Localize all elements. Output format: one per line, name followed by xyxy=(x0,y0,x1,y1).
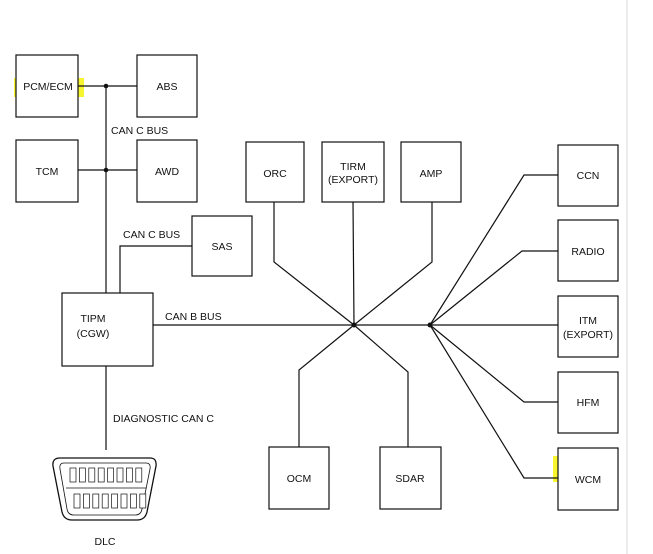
can-c-bus-sas-label: CAN C BUS xyxy=(123,229,180,241)
can-b-bus-network xyxy=(153,174,558,479)
module-orc: ORC xyxy=(245,141,305,203)
dlc-pin xyxy=(107,467,114,483)
can-b-bus-label: CAN B BUS xyxy=(165,311,222,323)
tipm-sublabel: (CGW) xyxy=(77,328,110,340)
sdar-label: SDAR xyxy=(395,473,425,485)
abs-label: ABS xyxy=(156,81,177,93)
awd-label: AWD xyxy=(155,166,180,178)
dlc-pin xyxy=(92,493,100,509)
tcm-label: TCM xyxy=(36,166,59,178)
module-itm: ITM (EXPORT) xyxy=(557,295,619,358)
dlc-pin xyxy=(88,467,96,483)
module-radio: RADIO xyxy=(557,219,619,282)
dlc-label: DLC xyxy=(94,536,115,548)
dlc-pin xyxy=(130,493,137,509)
can-c-bus-label: CAN C BUS xyxy=(111,125,168,137)
module-wcm: WCM xyxy=(557,447,619,511)
pcm-ecm-label: PCM/ECM xyxy=(23,81,73,93)
dlc-pin xyxy=(111,493,118,509)
itm-sublabel: (EXPORT) xyxy=(563,329,613,341)
dlc-pin xyxy=(101,493,109,509)
ccn-label: CCN xyxy=(577,170,600,182)
ocm-label: OCM xyxy=(287,473,312,485)
module-amp: AMP xyxy=(400,141,462,203)
dlc-pin xyxy=(139,493,147,509)
module-awd: AWD xyxy=(136,139,198,203)
dlc-pin xyxy=(116,467,124,483)
module-abs: ABS xyxy=(136,54,198,118)
wcm-label: WCM xyxy=(575,474,601,486)
module-ccn: CCN xyxy=(557,144,619,207)
sas-label: SAS xyxy=(211,241,232,253)
module-hfm: HFM xyxy=(557,371,619,434)
itm-label: ITM xyxy=(579,315,597,327)
tirm-sublabel: (EXPORT) xyxy=(328,174,378,186)
module-tirm: TIRM (EXPORT) xyxy=(321,141,385,203)
dlc-pin xyxy=(69,467,77,483)
tirm-label: TIRM xyxy=(340,161,366,173)
module-tipm: TIPM (CGW) xyxy=(61,292,154,367)
dlc-connector-icon xyxy=(52,457,157,521)
radio-label: RADIO xyxy=(571,246,604,258)
orc-label: ORC xyxy=(263,168,287,180)
dlc-pin xyxy=(97,467,105,483)
module-pcm-ecm: PCM/ECM xyxy=(15,54,79,118)
module-tcm: TCM xyxy=(15,139,79,203)
module-ocm: OCM xyxy=(268,446,330,510)
amp-label: AMP xyxy=(420,168,443,180)
dlc-pin xyxy=(126,467,133,483)
dlc-pin xyxy=(120,493,128,509)
dlc-pin xyxy=(79,467,86,483)
module-sdar: SDAR xyxy=(379,446,442,510)
dlc-pin xyxy=(83,493,90,509)
tipm-label: TIPM xyxy=(80,313,105,325)
can-c-bus-network xyxy=(78,83,192,450)
hfm-label: HFM xyxy=(577,397,600,409)
dlc-pin xyxy=(135,467,143,483)
diagnostic-can-c-label: DIAGNOSTIC CAN C xyxy=(113,413,214,425)
dlc-pin xyxy=(73,493,81,509)
module-sas: SAS xyxy=(191,215,253,277)
